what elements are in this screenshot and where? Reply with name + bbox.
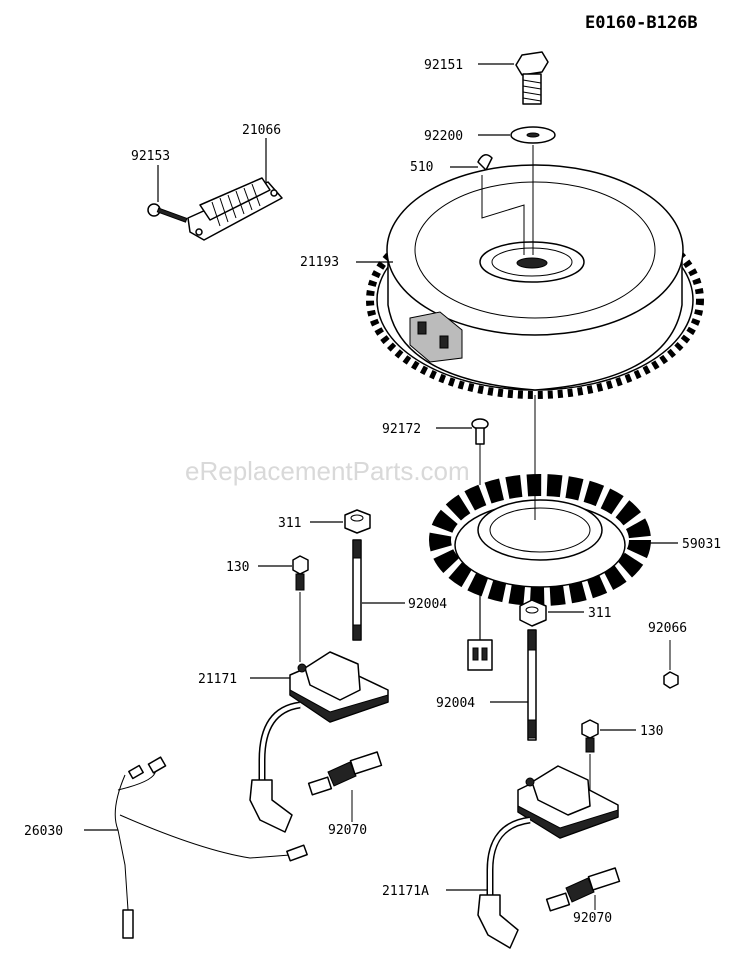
label-92172[interactable]: 92172 (382, 422, 421, 437)
stud-92004-upper[interactable] (352, 539, 362, 641)
label-92151[interactable]: 92151 (424, 58, 463, 73)
label-21171A[interactable]: 21171A (382, 884, 429, 899)
nut-311-lower[interactable] (519, 599, 547, 627)
stator-lead-connector[interactable] (467, 590, 493, 671)
label-92153[interactable]: 92153 (131, 149, 170, 164)
label-130-left[interactable]: 130 (226, 560, 249, 575)
ignition-coil-21171[interactable] (289, 651, 389, 723)
label-92070-left[interactable]: 92070 (328, 823, 367, 838)
label-92004-upper[interactable]: 92004 (408, 597, 447, 612)
label-59031[interactable]: 59031 (682, 537, 721, 552)
spark-plug-92070-right[interactable] (545, 867, 621, 912)
bolt-92153[interactable] (147, 203, 188, 223)
stator-59031[interactable] (429, 395, 651, 606)
ignition-coil-21171A[interactable] (517, 765, 619, 839)
key-510[interactable] (477, 154, 493, 171)
bolt-130-right[interactable] (581, 719, 599, 753)
diagram-code: E0160-B126B (585, 13, 698, 33)
stud-92004-lower[interactable] (527, 629, 537, 741)
flywheel-21193[interactable] (366, 164, 704, 399)
watermark: eReplacementParts.com (185, 456, 470, 486)
wire-harness-26030[interactable] (114, 756, 308, 939)
label-21066[interactable]: 21066 (242, 123, 281, 138)
ht-lead-right[interactable] (477, 816, 531, 949)
nut-92066[interactable] (663, 671, 679, 689)
label-311-upper[interactable]: 311 (278, 516, 301, 531)
label-92004-lower[interactable]: 92004 (436, 696, 475, 711)
nut-311-upper[interactable] (344, 509, 371, 534)
bolt-130-left[interactable] (292, 555, 309, 591)
washer-92200[interactable] (510, 126, 556, 144)
ht-lead-left[interactable] (249, 701, 301, 833)
label-21171[interactable]: 21171 (198, 672, 237, 687)
spark-plug-92070-left[interactable] (307, 751, 383, 796)
label-311-lower[interactable]: 311 (588, 606, 611, 621)
label-92070-right[interactable]: 92070 (573, 911, 612, 926)
regulator-21066[interactable] (187, 177, 283, 241)
label-92200[interactable]: 92200 (424, 129, 463, 144)
screw-92172[interactable] (471, 418, 489, 445)
label-92066[interactable]: 92066 (648, 621, 687, 636)
label-130-right[interactable]: 130 (640, 724, 663, 739)
label-26030[interactable]: 26030 (24, 824, 63, 839)
label-510[interactable]: 510 (410, 160, 433, 175)
bolt-92151[interactable] (515, 51, 549, 105)
label-21193[interactable]: 21193 (300, 255, 339, 270)
